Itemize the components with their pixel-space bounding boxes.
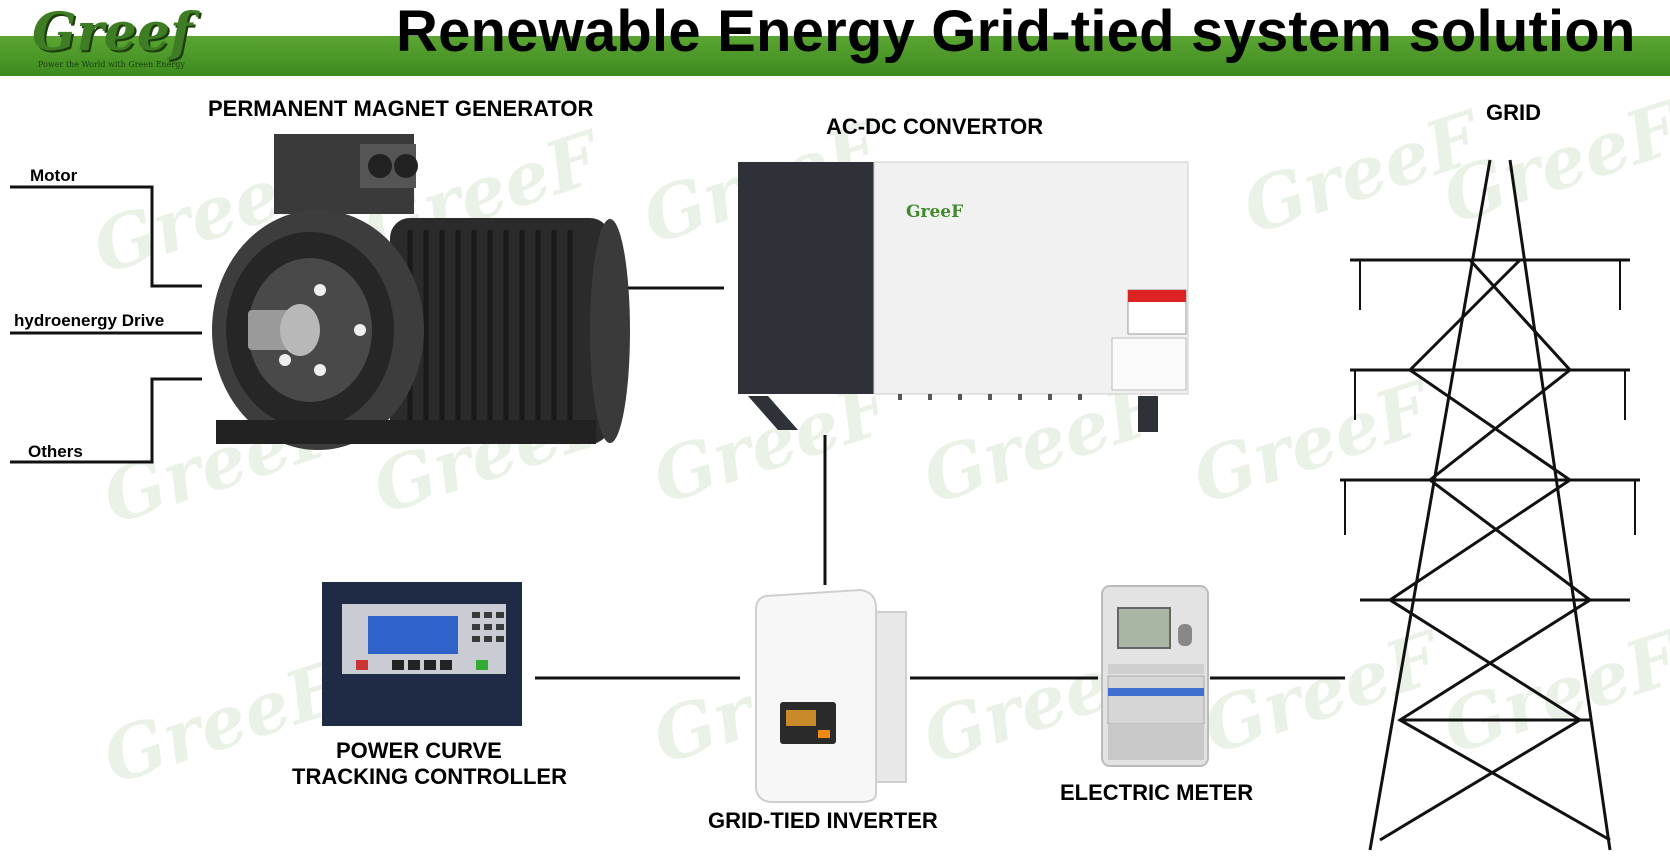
meter-label: ELECTRIC METER (1060, 780, 1253, 806)
others-bracket-line (10, 379, 202, 462)
electric-meter-image (1100, 584, 1212, 770)
grid-label: GRID (1486, 100, 1541, 126)
transmission-tower-image (1340, 140, 1640, 860)
converter-image (738, 160, 1198, 440)
generator-label: PERMANENT MAGNET GENERATOR (208, 96, 593, 122)
controller-label-line2: TRACKING CONTROLLER (292, 764, 567, 790)
controller-label-line1: POWER CURVE (336, 738, 502, 764)
inverter-label: GRID-TIED INVERTER (708, 808, 938, 834)
converter-label: AC-DC CONVERTOR (826, 114, 1043, 140)
generator-image (210, 130, 630, 450)
inverter-image (750, 590, 910, 810)
controller-image (322, 582, 522, 726)
converter-brand: GreeF (906, 202, 963, 222)
motor-bracket-line (10, 187, 202, 286)
